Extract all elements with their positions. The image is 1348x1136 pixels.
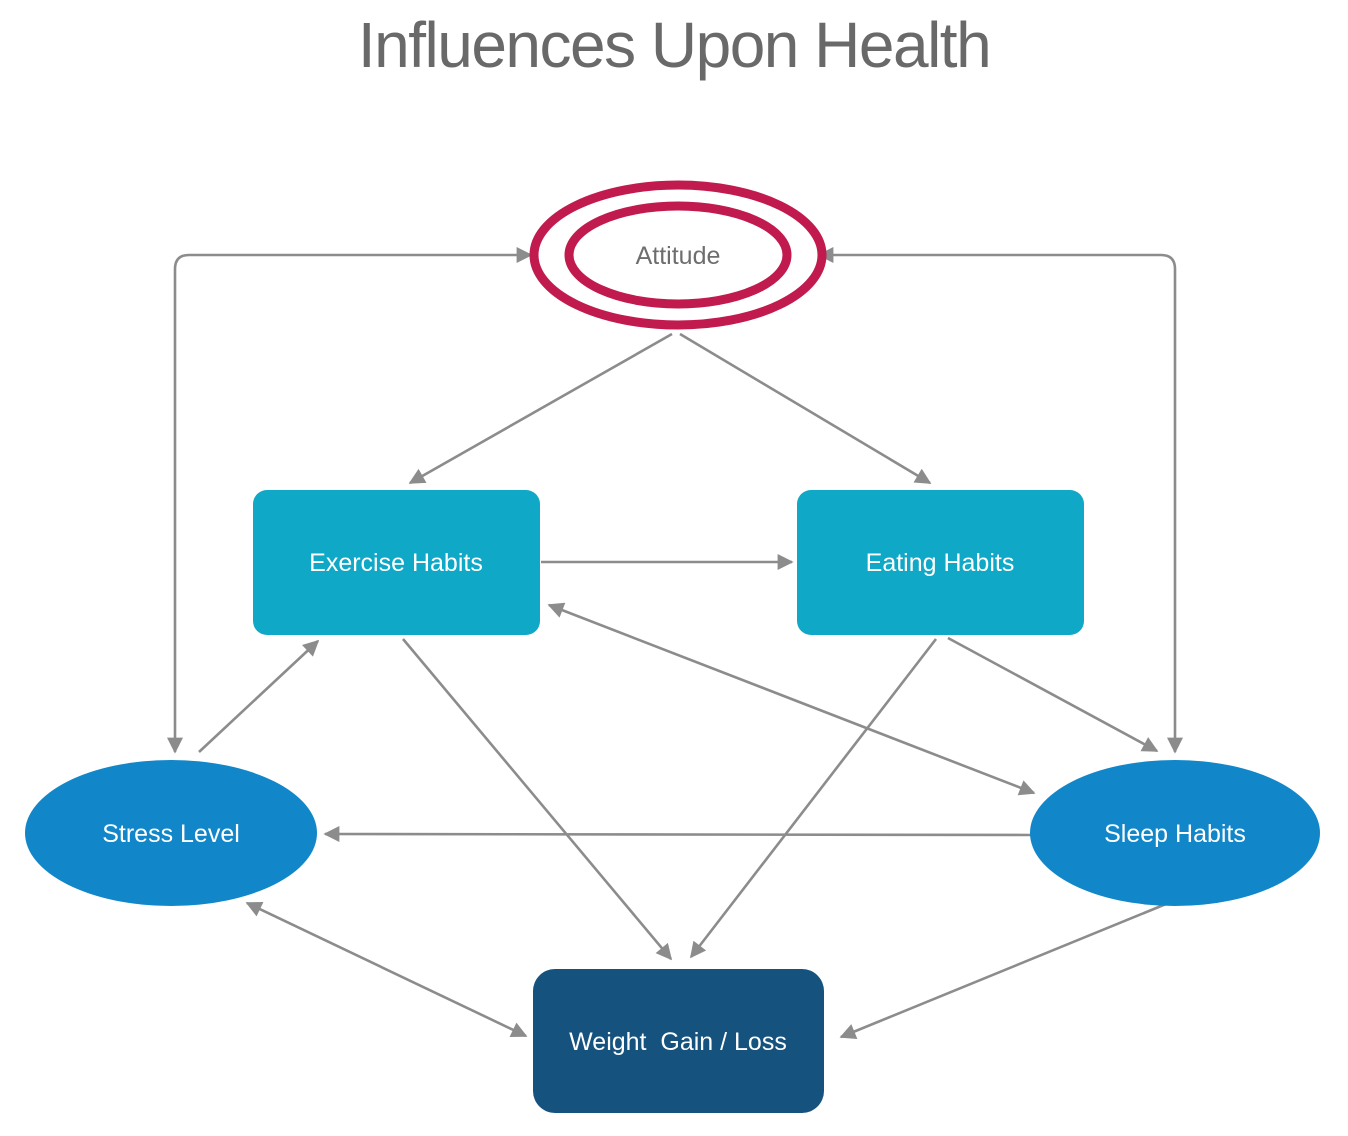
edge-exercise-sleep — [547, 602, 1036, 796]
edge-sleep-stress — [323, 826, 1032, 843]
edge-stress-attitude — [167, 247, 533, 754]
node-attitude-label: Attitude — [636, 242, 721, 270]
exercise-habits-box — [253, 490, 540, 635]
edge-stress-weight — [245, 901, 528, 1038]
node-sleep-habits-label: Sleep Habits — [1104, 820, 1246, 848]
edge-sleep-weight — [839, 902, 1167, 1039]
edges — [167, 247, 1183, 1039]
weight-gain-loss-box — [533, 969, 824, 1113]
node-exercise-habits-label: Exercise Habits — [309, 549, 483, 577]
sleep-habits-ellipse — [1030, 760, 1320, 906]
edge-attitude-eating — [679, 332, 932, 485]
node-stress-level-label: Stress Level — [102, 820, 240, 848]
edge-sleep-attitude — [817, 247, 1183, 754]
edge-attitude-exercise — [408, 332, 673, 485]
node-sleep-habits: Sleep Habits — [1030, 760, 1320, 906]
edge-eating-weight — [689, 638, 938, 959]
diagram-title: Influences Upon Health — [357, 9, 992, 81]
edge-eating-sleep — [947, 636, 1159, 753]
node-eating-habits: Eating Habits — [797, 490, 1084, 635]
node-stress-level: Stress Level — [25, 760, 317, 906]
stress-level-ellipse — [25, 760, 317, 906]
node-exercise-habits: Exercise Habits — [253, 490, 540, 635]
eating-habits-box — [797, 490, 1084, 635]
node-attitude: Attitude — [529, 180, 827, 330]
attitude-inner-ellipse — [564, 201, 792, 309]
node-eating-habits-label: Eating Habits — [866, 549, 1015, 577]
node-weight-gain-loss: Weight Gain / Loss — [533, 969, 824, 1113]
edge-exercise-weight — [402, 638, 673, 961]
edge-stress-exercise — [198, 639, 320, 753]
node-weight-gain-loss-label: Weight Gain / Loss — [569, 1028, 787, 1056]
